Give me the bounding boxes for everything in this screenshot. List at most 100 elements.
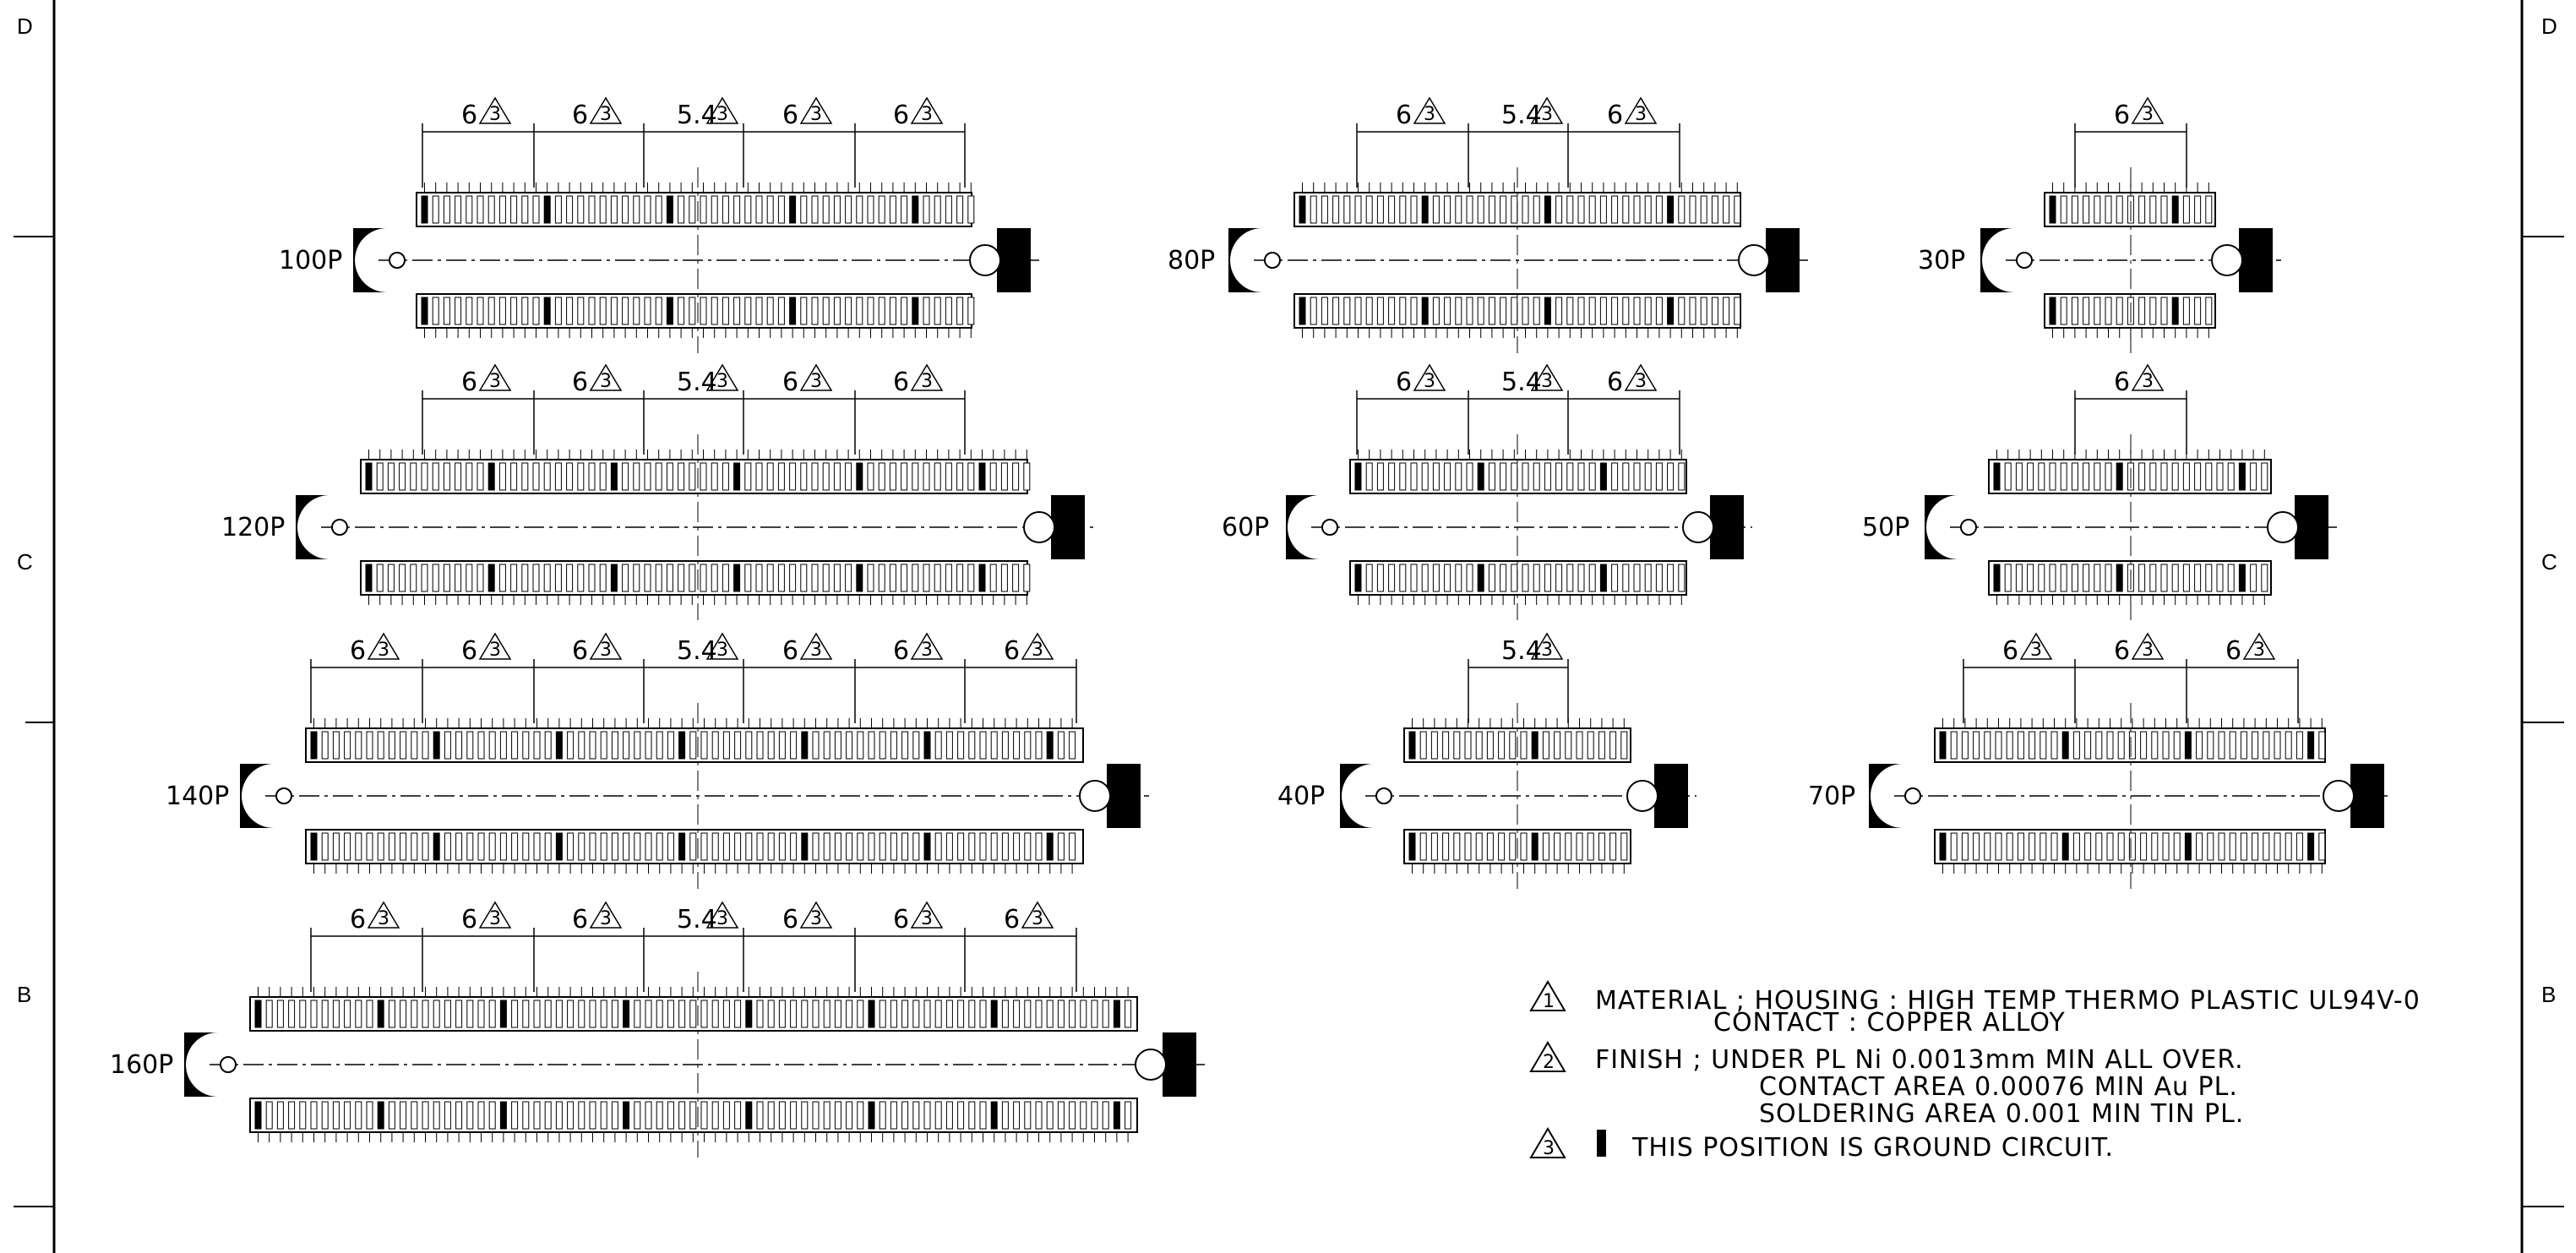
ground-pin [421, 195, 428, 224]
signal-pin [878, 195, 885, 224]
signal-pin [1354, 195, 1362, 224]
signal-pin [711, 195, 718, 224]
ground-pin [487, 564, 495, 592]
signal-pin [477, 832, 485, 861]
signal-pin [510, 195, 518, 224]
ground-pin [990, 1000, 998, 1028]
signal-pin [1332, 195, 1340, 224]
signal-pin [722, 564, 729, 592]
signal-pin [387, 564, 395, 592]
signal-pin [321, 731, 329, 760]
ground-pin [1667, 195, 1675, 224]
signal-pin [744, 462, 752, 491]
signal-pin [846, 832, 853, 861]
signal-pin [734, 731, 742, 760]
signal-pin [411, 731, 418, 760]
ground-pin [555, 832, 563, 861]
ground-pin [856, 564, 863, 592]
pin-row-housing [1988, 459, 2272, 494]
ground-position-swatch-icon [1597, 1130, 1606, 1157]
signal-pin [1587, 731, 1594, 760]
signal-pin [812, 1101, 820, 1130]
signal-pin [711, 1101, 719, 1130]
signal-pin [834, 731, 841, 760]
signal-pin [656, 1000, 663, 1028]
signal-pin [689, 297, 696, 325]
signal-pin [722, 195, 729, 224]
note-text-line: CONTACT AREA 0.00076 MIN Au PL. [1759, 1072, 2238, 1102]
end-cap-right [1766, 228, 1800, 292]
signal-pin [2160, 462, 2168, 491]
end-cap-left [296, 495, 329, 559]
signal-pin [2072, 832, 2080, 861]
signal-pin [1678, 564, 1686, 592]
signal-pin [755, 195, 763, 224]
signal-pin [1711, 195, 1718, 224]
signal-pin [1577, 297, 1585, 325]
dimension-value: 6 [2225, 636, 2241, 666]
signal-pin [1013, 1101, 1021, 1130]
dimension-value: 6 [1396, 101, 1412, 130]
signal-pin [1961, 832, 1969, 861]
note-3-triangle-icon [910, 363, 944, 391]
signal-pin [766, 564, 774, 592]
signal-pin [1723, 195, 1730, 224]
signal-pin [678, 195, 685, 224]
signal-pin [466, 195, 473, 224]
signal-pin [2240, 731, 2247, 760]
signal-pin [1466, 462, 1473, 491]
signal-pin [599, 462, 607, 491]
signal-pin [990, 832, 998, 861]
signal-pin [399, 462, 406, 491]
signal-pin [934, 297, 941, 325]
signal-pin [812, 832, 820, 861]
signal-pin [265, 1000, 273, 1028]
signal-pin [1644, 564, 1652, 592]
dimension-value: 5.4 [677, 368, 717, 397]
signal-pin [455, 1000, 463, 1028]
signal-pin [466, 1000, 474, 1028]
signal-pin [321, 832, 329, 861]
ground-pin [745, 1000, 753, 1028]
signal-pin [890, 832, 897, 861]
signal-pin [700, 564, 707, 592]
ground-pin [543, 297, 551, 325]
notes-block: 1 MATERIAL ; HOUSING : HIGH TEMP THERMO … [1529, 980, 2420, 1163]
ground-pin [1667, 297, 1675, 325]
signal-pin [811, 297, 819, 325]
signal-pin [845, 564, 852, 592]
signal-pin [410, 462, 417, 491]
signal-pin [411, 832, 418, 861]
signal-pin [1611, 297, 1619, 325]
dimension-note-marker: 3 [716, 104, 728, 125]
signal-pin [1125, 1101, 1132, 1130]
signal-pin [2105, 195, 2112, 224]
signal-pin [790, 832, 798, 861]
signal-pin [567, 731, 575, 760]
signal-pin [868, 832, 875, 861]
signal-pin [2072, 731, 2080, 760]
signal-pin [589, 1000, 596, 1028]
signal-pin [388, 1101, 395, 1130]
ground-pin [365, 564, 373, 592]
pin-row-housing [2044, 192, 2216, 227]
ground-pin [1113, 1000, 1120, 1028]
signal-pin [834, 832, 841, 861]
signal-pin [1689, 297, 1696, 325]
signal-pin [1125, 1000, 1132, 1028]
ground-pin [487, 462, 495, 491]
signal-pin [2149, 564, 2157, 592]
pin-row-housing [249, 1098, 1138, 1133]
signal-pin [567, 1101, 575, 1130]
signal-pin [2151, 832, 2159, 861]
signal-pin [1555, 195, 1563, 224]
signal-pin [1950, 731, 1958, 760]
signal-pin [923, 564, 930, 592]
signal-pin [979, 731, 987, 760]
signal-pin [422, 1101, 429, 1130]
dimension-value: 6 [1004, 905, 1020, 934]
note-marker-triangle-icon [1529, 1127, 1566, 1158]
signal-pin [2015, 564, 2023, 592]
signal-pin [2318, 832, 2326, 861]
signal-pin [2140, 832, 2148, 861]
